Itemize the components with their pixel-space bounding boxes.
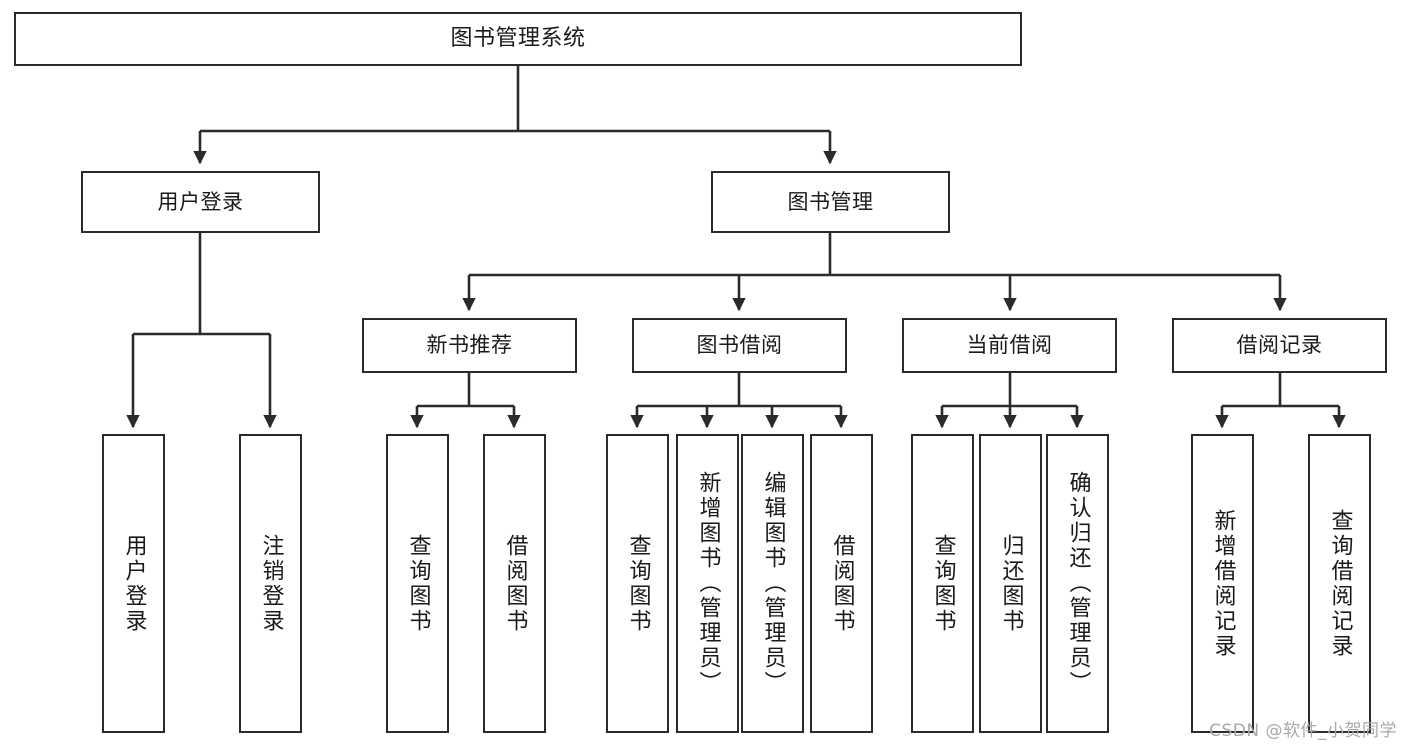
watermark: CSDN @软件_小贺同学 bbox=[1209, 721, 1397, 741]
leaf-borrow-borrow-book-label: 借阅图书 bbox=[829, 533, 855, 634]
leaf-recommend-borrow-book-label: 借阅图书 bbox=[502, 533, 528, 634]
node-new-book-recommend[interactable]: 新书推荐 bbox=[362, 318, 577, 373]
leaf-user-login-login[interactable]: 用户登录 bbox=[102, 434, 165, 733]
node-current-borrow[interactable]: 当前借阅 bbox=[902, 318, 1117, 373]
leaf-current-query-book-label: 查询图书 bbox=[930, 533, 956, 634]
node-root-label: 图书管理系统 bbox=[450, 26, 586, 52]
node-new-book-recommend-label: 新书推荐 bbox=[426, 333, 513, 358]
node-root[interactable]: 图书管理系统 bbox=[14, 12, 1022, 66]
leaf-borrow-add-book-label: 新增图书（管理员） bbox=[695, 471, 721, 696]
leaf-recommend-query-book-label: 查询图书 bbox=[405, 533, 431, 634]
leaf-recommend-query-book[interactable]: 查询图书 bbox=[386, 434, 449, 733]
node-book-borrow[interactable]: 图书借阅 bbox=[632, 318, 847, 373]
leaf-current-query-book[interactable]: 查询图书 bbox=[911, 434, 974, 733]
node-current-borrow-label: 当前借阅 bbox=[966, 333, 1053, 358]
leaf-borrow-query-book-label: 查询图书 bbox=[625, 533, 651, 634]
leaf-borrow-query-book[interactable]: 查询图书 bbox=[606, 434, 669, 733]
leaf-user-login-logout[interactable]: 注销登录 bbox=[239, 434, 302, 733]
node-user-login-label: 用户登录 bbox=[157, 189, 244, 214]
leaf-borrow-add-book[interactable]: 新增图书（管理员） bbox=[676, 434, 739, 733]
node-book-borrow-label: 图书借阅 bbox=[696, 333, 783, 358]
node-borrow-record[interactable]: 借阅记录 bbox=[1172, 318, 1387, 373]
leaf-borrow-edit-book[interactable]: 编辑图书（管理员） bbox=[741, 434, 804, 733]
leaf-record-add-record-label: 新增借阅记录 bbox=[1210, 508, 1236, 659]
leaf-recommend-borrow-book[interactable]: 借阅图书 bbox=[483, 434, 546, 733]
leaf-record-query-record-label: 查询借阅记录 bbox=[1327, 508, 1353, 659]
leaf-borrow-edit-book-label: 编辑图书（管理员） bbox=[760, 471, 786, 696]
leaf-current-confirm-return[interactable]: 确认归还（管理员） bbox=[1046, 434, 1109, 733]
leaf-current-confirm-return-label: 确认归还（管理员） bbox=[1065, 471, 1091, 696]
leaf-user-login-login-label: 用户登录 bbox=[121, 533, 147, 634]
node-book-management-label: 图书管理 bbox=[787, 189, 874, 214]
node-user-login[interactable]: 用户登录 bbox=[81, 171, 320, 233]
leaf-borrow-borrow-book[interactable]: 借阅图书 bbox=[810, 434, 873, 733]
leaf-current-return-book-label: 归还图书 bbox=[998, 533, 1024, 634]
leaf-user-login-logout-label: 注销登录 bbox=[258, 533, 284, 634]
leaf-current-return-book[interactable]: 归还图书 bbox=[979, 434, 1042, 733]
node-book-management[interactable]: 图书管理 bbox=[711, 171, 950, 233]
leaf-record-query-record[interactable]: 查询借阅记录 bbox=[1308, 434, 1371, 733]
node-borrow-record-label: 借阅记录 bbox=[1236, 333, 1323, 358]
leaf-record-add-record[interactable]: 新增借阅记录 bbox=[1191, 434, 1254, 733]
